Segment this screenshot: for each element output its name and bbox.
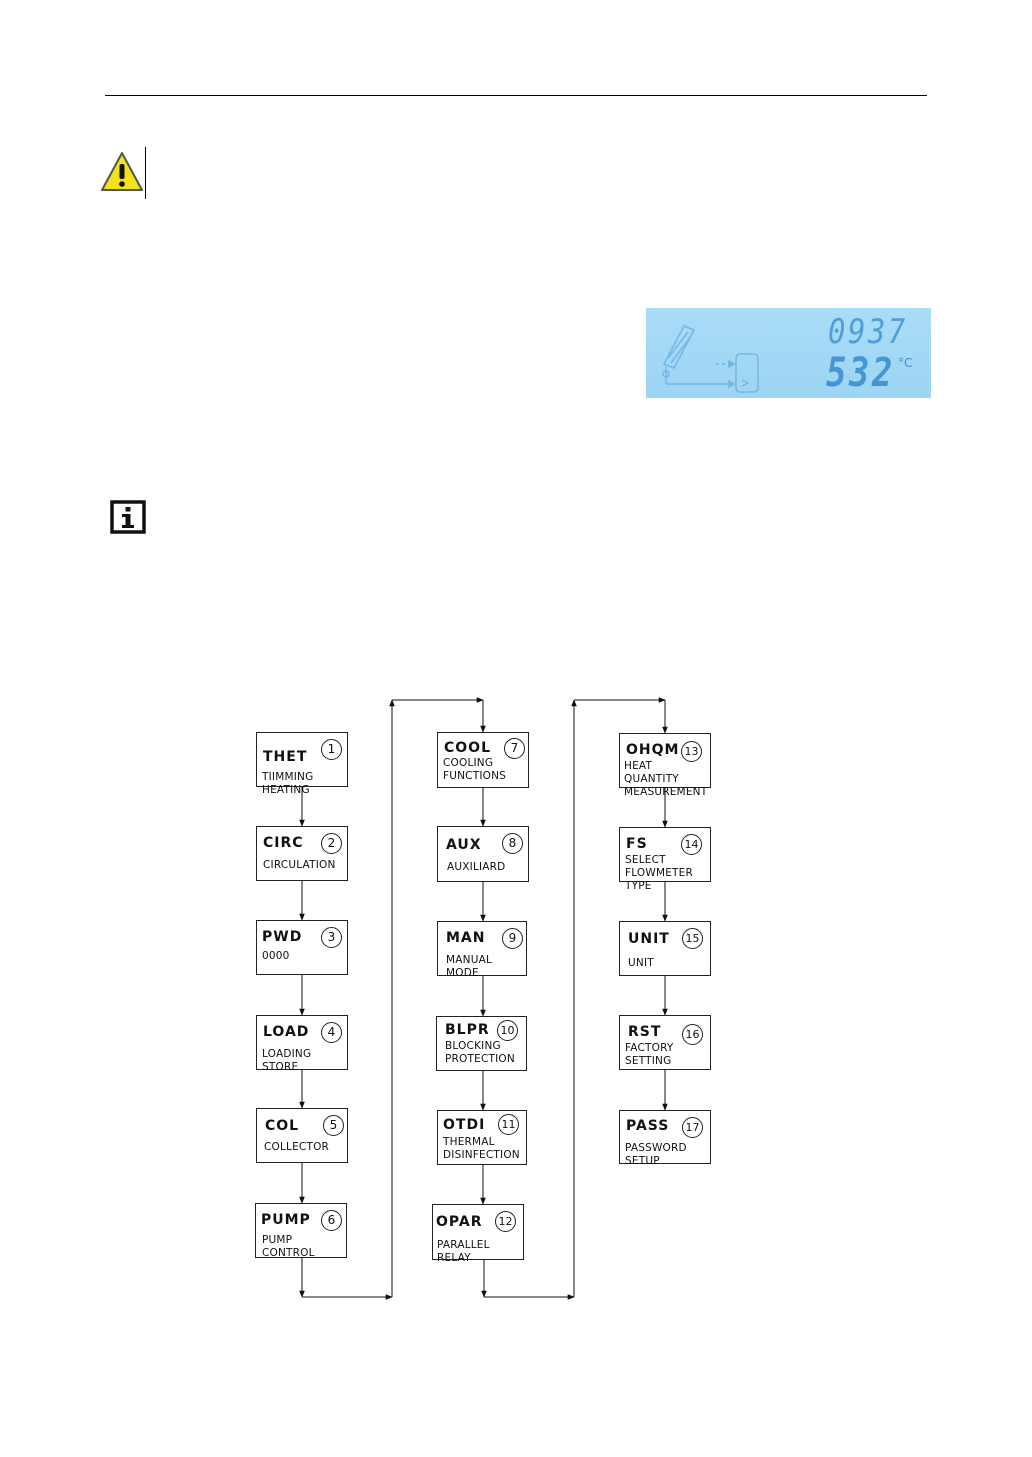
menu-node-code: FS — [626, 836, 648, 852]
menu-node-number: 3 — [321, 927, 342, 948]
menu-node-number: 2 — [321, 833, 342, 854]
menu-node-description: PASSWORD SETUP — [625, 1142, 687, 1167]
lcd-temperature: 532 — [826, 350, 896, 396]
menu-node-description: 0000 — [262, 950, 290, 962]
menu-node-number: 5 — [323, 1115, 344, 1136]
menu-node-number: 8 — [502, 833, 523, 854]
menu-node-description: CIRCULATION — [263, 859, 336, 871]
menu-node-code: OTDI — [443, 1117, 486, 1133]
menu-node-description: AUXILIARD — [447, 861, 506, 873]
menu-node-number: 4 — [321, 1022, 342, 1043]
menu-node-description: MANUAL MODE — [446, 954, 493, 979]
menu-node-description: PUMP CONTROL — [262, 1234, 315, 1259]
menu-node-number: 1 — [321, 739, 342, 760]
menu-node-code: PUMP — [261, 1212, 311, 1228]
warning-divider — [145, 147, 146, 199]
menu-node-code: PWD — [262, 929, 303, 945]
menu-node-number: 11 — [498, 1114, 519, 1135]
menu-node-description: COLLECTOR — [264, 1141, 330, 1153]
menu-node-description: FACTORY SETTING — [625, 1042, 674, 1067]
menu-node-number: 14 — [681, 834, 702, 855]
menu-node-code: COL — [265, 1118, 300, 1134]
info-icon — [110, 500, 146, 534]
lcd-time: 0937 — [828, 312, 908, 352]
menu-node-number: 13 — [681, 741, 702, 762]
menu-node-code: COOL — [444, 740, 491, 756]
menu-node-number: 15 — [682, 928, 703, 949]
menu-node-number: 16 — [682, 1024, 703, 1045]
menu-node-code: THET — [263, 749, 308, 765]
menu-node-number: 12 — [495, 1211, 516, 1232]
menu-node-description: COOLING FUNCTIONS — [443, 757, 507, 782]
menu-node-description: HEAT QUANTITY MEASUREMENT — [624, 760, 708, 798]
menu-node-code: OPAR — [436, 1214, 483, 1230]
menu-node-number: 17 — [682, 1117, 703, 1138]
warning-triangle-icon — [101, 152, 143, 191]
menu-node-code: LOAD — [263, 1024, 310, 1040]
menu-node-pwd: PWD 3 0000 — [256, 920, 348, 975]
lcd-display: 0937 532 °C — [646, 308, 931, 398]
menu-node-number: 7 — [504, 738, 525, 759]
menu-node-code: BLPR — [445, 1022, 490, 1038]
menu-node-description: PARALLEL RELAY — [437, 1239, 490, 1264]
menu-node-description: SELECT FLOWMETER TYPE — [625, 854, 693, 892]
menu-node-description: BLOCKING PROTECTION — [445, 1040, 515, 1065]
header-rule — [105, 95, 927, 96]
menu-node-number: 6 — [321, 1210, 342, 1231]
menu-node-code: AUX — [446, 837, 482, 853]
menu-node-code: RST — [628, 1024, 662, 1040]
lcd-temperature-unit: °C — [898, 356, 913, 370]
menu-node-description: UNIT — [628, 957, 654, 969]
solar-system-diagram — [662, 325, 759, 393]
menu-node-code: UNIT — [628, 931, 670, 947]
menu-node-code: MAN — [446, 930, 486, 946]
menu-node-code: OHQM — [626, 742, 680, 758]
menu-node-code: PASS — [626, 1118, 670, 1134]
menu-node-description: LOADING STORE — [262, 1048, 312, 1073]
menu-node-number: 10 — [497, 1020, 518, 1041]
menu-node-number: 9 — [502, 928, 523, 949]
menu-node-description: THERMAL DISINFECTION — [443, 1136, 520, 1161]
menu-node-code: CIRC — [263, 835, 304, 851]
menu-node-description: TIIMMING HEATING — [262, 771, 314, 796]
